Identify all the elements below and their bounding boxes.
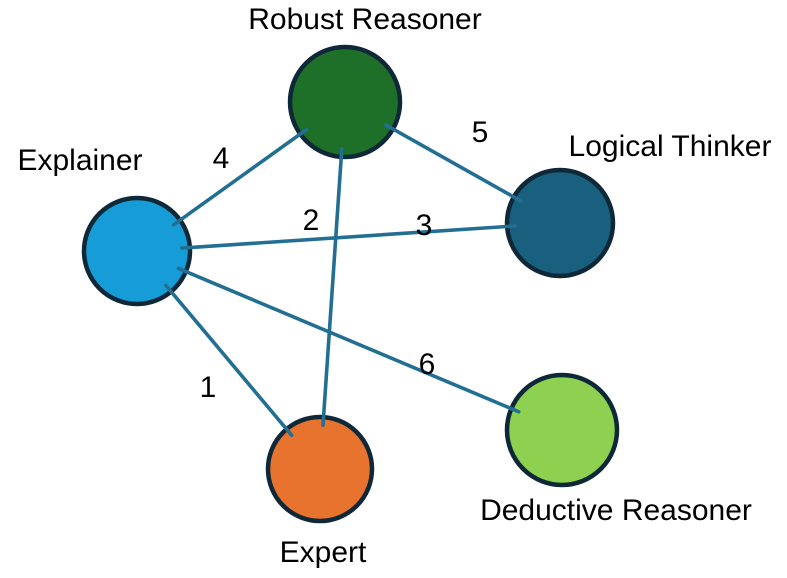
edge-weight-explainer--robust-reasoner: 4 [213, 142, 230, 175]
edge-explainer--robust-reasoner [171, 127, 309, 227]
edge-weight-explainer--deductive-reasoner: 6 [419, 348, 436, 381]
node-label-expert: Expert [280, 536, 367, 569]
edge-weight-robust-reasoner--expert: 2 [303, 204, 320, 237]
edge-explainer--logical-thinker [180, 224, 517, 250]
edge-robust-reasoner--expert [321, 147, 344, 427]
edge-explainer--deductive-reasoner [176, 266, 521, 414]
edge-robust-reasoner--logical-thinker [384, 123, 523, 203]
node-label-logical-thinker: Logical Thinker [569, 130, 772, 163]
edge-weight-robust-reasoner--logical-thinker: 5 [472, 116, 489, 149]
edge-weight-explainer--logical-thinker: 3 [416, 209, 433, 242]
node-circle-deductive-reasoner [504, 372, 620, 488]
edge-explainer--expert [164, 283, 294, 438]
node-label-explainer: Explainer [17, 144, 142, 177]
node-label-deductive-reasoner: Deductive Reasoner [480, 494, 752, 527]
node-label-robust-reasoner: Robust Reasoner [248, 3, 481, 36]
node-circle-robust-reasoner [287, 44, 403, 160]
node-circle-explainer [81, 195, 193, 307]
node-circle-logical-thinker [504, 167, 616, 279]
node-circle-expert [265, 414, 375, 524]
edge-weight-explainer--expert: 1 [200, 371, 217, 404]
